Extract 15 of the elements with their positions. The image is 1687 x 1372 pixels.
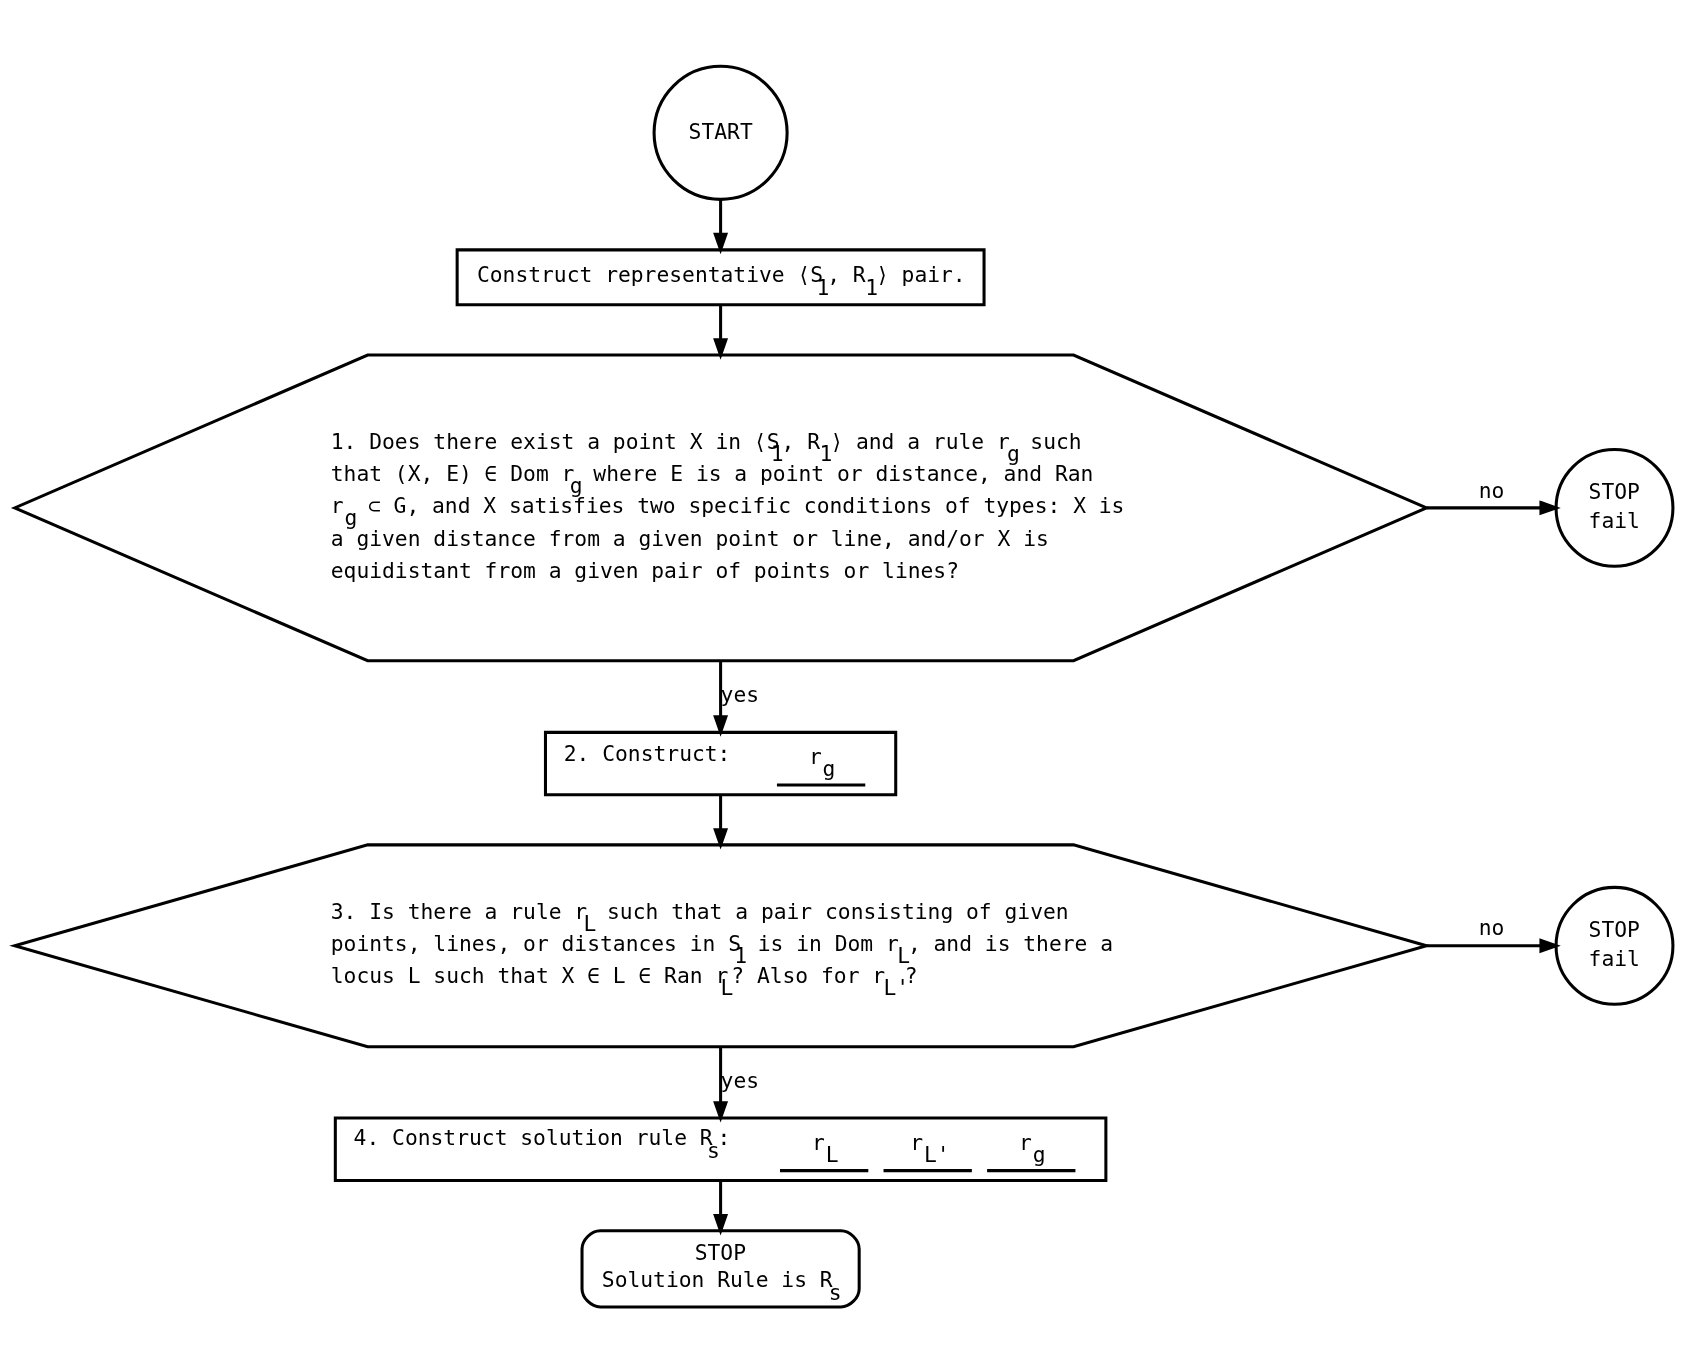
arrow: [713, 660, 729, 737]
node-circle: STOP fail: [1554, 447, 1675, 568]
edge-label: no: [1478, 477, 1505, 503]
edge-label: yes: [720, 1067, 760, 1093]
node-circle: START: [652, 64, 789, 201]
arrow: [1426, 499, 1561, 515]
arrow: [713, 1046, 729, 1123]
node-circle: STOP fail: [1554, 885, 1675, 1006]
arrow: [1426, 937, 1561, 953]
arrow: [713, 794, 729, 850]
arrow: [713, 304, 729, 360]
edge-label: yes: [720, 681, 760, 707]
arrow: [713, 1180, 729, 1235]
edge-label: no: [1478, 914, 1505, 940]
arrow: [713, 199, 729, 254]
